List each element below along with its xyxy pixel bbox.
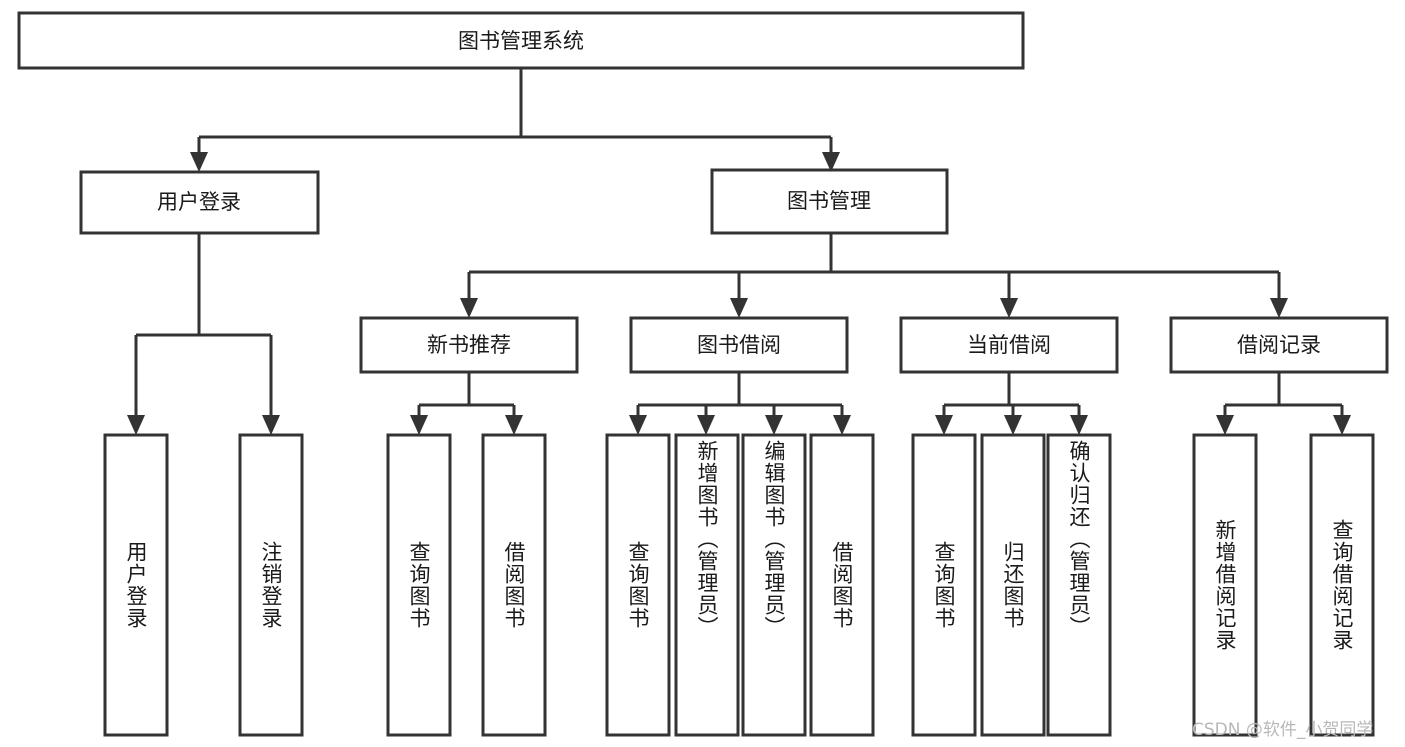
node-box-book-management[interactable] <box>710 168 949 235</box>
node-box-book-borrow[interactable] <box>629 316 849 374</box>
node-box-user-login[interactable] <box>79 170 320 235</box>
node-box-leaf-current-borrow-0[interactable] <box>911 433 977 737</box>
node-box-leaf-current-borrow-1[interactable] <box>980 433 1046 737</box>
arrow-head-br-1 <box>1216 415 1234 435</box>
connector-group-borrow-record <box>1216 372 1351 435</box>
arrow-head-book-mgmt <box>822 152 840 172</box>
arrow-head-cb-1 <box>935 415 953 435</box>
arrow-head-ul-1 <box>127 415 145 435</box>
node-label-book-management: 图书管理 <box>787 189 871 213</box>
arrow-head-bb-3 <box>765 415 783 435</box>
connector-group-root <box>190 68 840 172</box>
node-box-root[interactable] <box>17 11 1025 70</box>
arrow-head-bb-1 <box>629 415 647 435</box>
node-box-leaf-book-borrow-0[interactable] <box>605 433 671 737</box>
node-box-leaf-user-login-1[interactable] <box>238 433 304 737</box>
node-box-borrow-record[interactable] <box>1169 316 1389 374</box>
node-box-leaf-user-login-0[interactable] <box>103 433 169 737</box>
node-label-borrow-record: 借阅记录 <box>1237 333 1321 357</box>
arrow-head-ul-2 <box>262 415 280 435</box>
connector-group-new-book <box>410 372 523 435</box>
connector-group-book-mgmt <box>460 233 1288 318</box>
node-label-root: 图书管理系统 <box>458 29 584 53</box>
arrow-head-br-2 <box>1333 415 1351 435</box>
connector-group-current-borrow <box>935 372 1088 435</box>
arrow-head-nb-2 <box>505 415 523 435</box>
arrow-head-bb-2 <box>697 415 715 435</box>
arrow-head-bm-2 <box>730 298 748 318</box>
node-box-leaf-book-borrow-3[interactable] <box>809 433 875 737</box>
connector-group-book-borrow <box>629 372 851 435</box>
node-box-leaf-current-borrow-2[interactable] <box>1046 433 1112 737</box>
arrow-head-cb-2 <box>1004 415 1022 435</box>
arrow-head-nb-1 <box>410 415 428 435</box>
node-label-book-borrow: 图书借阅 <box>697 333 781 357</box>
connector-group-user-login <box>127 233 280 435</box>
node-box-leaf-borrow-record-0[interactable] <box>1192 433 1258 737</box>
node-box-leaf-borrow-record-1[interactable] <box>1309 433 1375 737</box>
arrow-head-bm-1 <box>460 298 478 318</box>
node-box-leaf-book-borrow-1[interactable] <box>674 433 740 737</box>
arrow-head-cb-3 <box>1070 415 1088 435</box>
arrow-head-user-login <box>190 152 208 172</box>
node-box-leaf-book-borrow-2[interactable] <box>741 433 807 737</box>
node-label-user-login: 用户登录 <box>157 190 241 214</box>
node-box-leaf-new-book-1[interactable] <box>481 433 547 737</box>
node-label-current-borrow: 当前借阅 <box>967 333 1051 357</box>
node-box-current-borrow[interactable] <box>899 316 1119 374</box>
node-box-leaf-new-book-0[interactable] <box>386 433 452 737</box>
arrow-head-bm-4 <box>1270 298 1288 318</box>
arrow-head-bm-3 <box>1000 298 1018 318</box>
node-box-new-book-recommend[interactable] <box>359 316 579 374</box>
watermark-text: CSDN @软件_小贺同学 <box>1192 720 1374 740</box>
arrow-head-bb-4 <box>833 415 851 435</box>
node-label-new-book-recommend: 新书推荐 <box>427 333 511 357</box>
